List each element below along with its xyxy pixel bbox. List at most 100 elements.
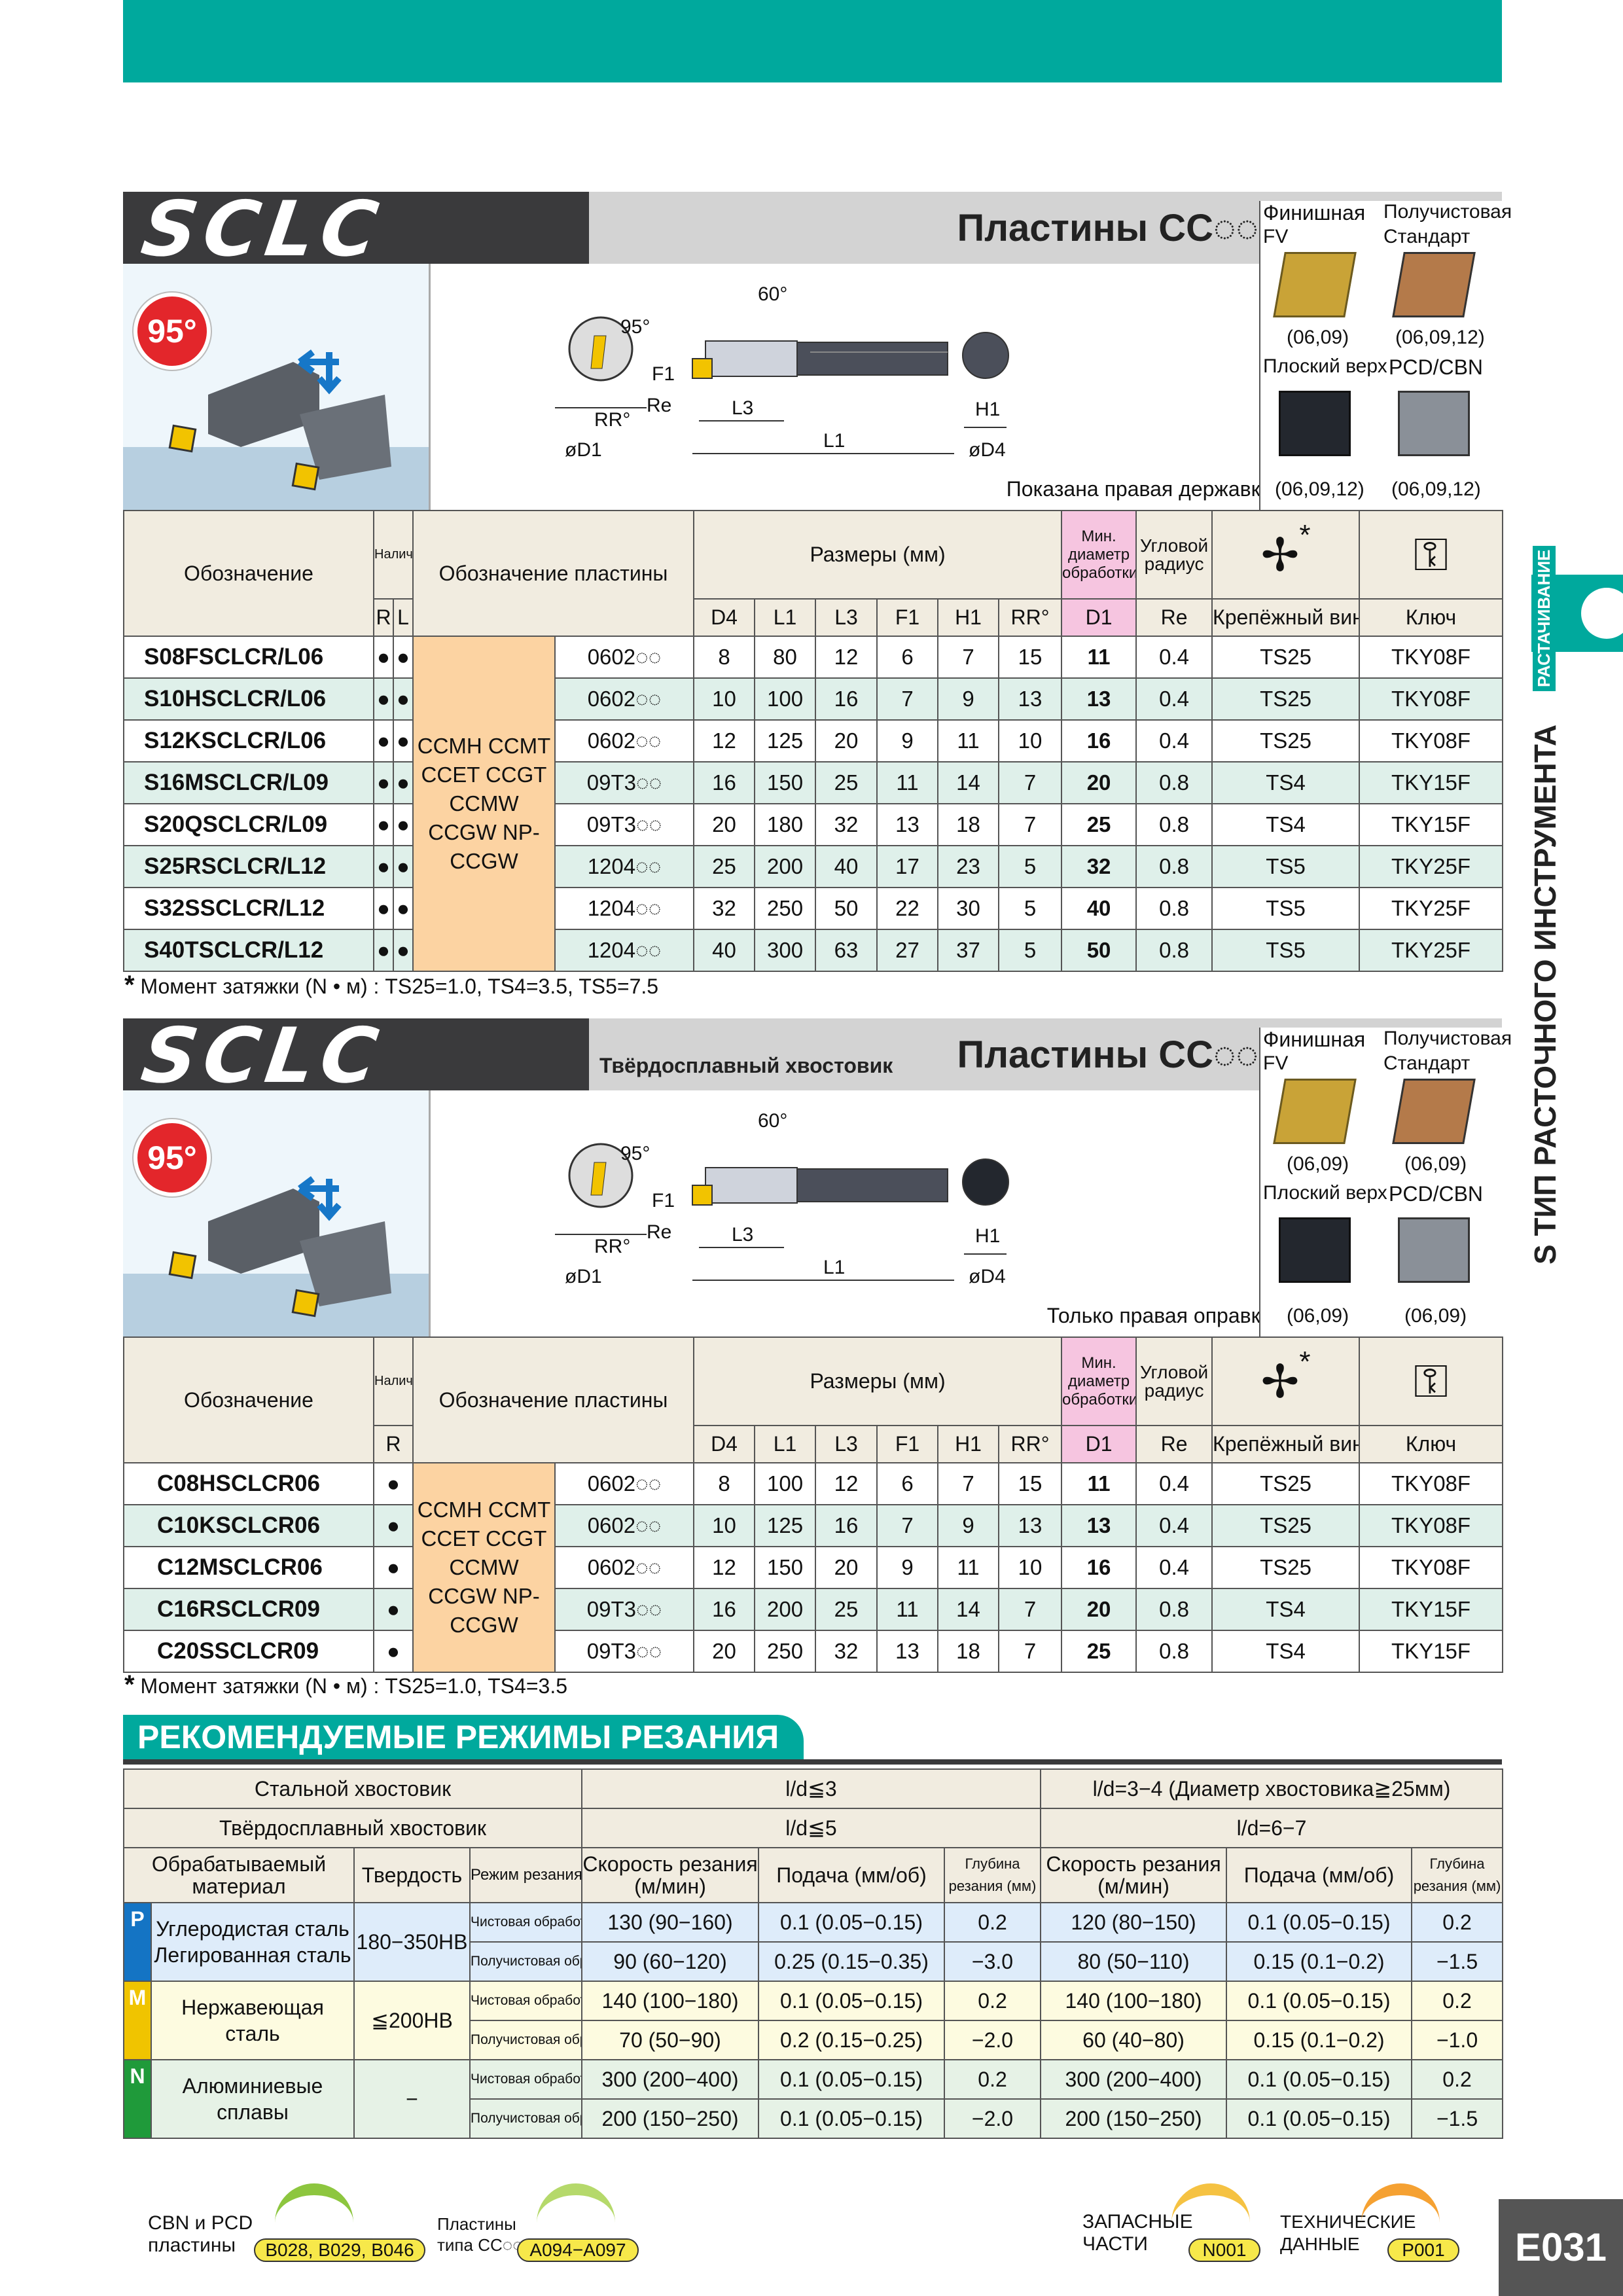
side-title: S ТИП РАСТОЧНОГО ИНСТРУМЕНТА (1528, 724, 1562, 1265)
table-cell: TS25 (1211, 1462, 1361, 1505)
table-cell: 125 (754, 1504, 817, 1547)
th-h1-2: H1 (937, 1425, 1000, 1463)
table-cell: ● (373, 1462, 414, 1505)
th-key: Ключ (1359, 598, 1504, 637)
grade-pcd: PCD/CBN (1389, 355, 1484, 379)
table-cell: 11 (937, 719, 1000, 762)
table-cell: 11 (1061, 636, 1137, 679)
footer-cc-ref[interactable]: A094−A097 (517, 2238, 639, 2262)
footer-spare-ref[interactable]: N001 (1188, 2238, 1260, 2262)
section-sclc-carbide: SCLC Твёрдосплавный хвостовик Пластины C… (123, 1012, 1512, 1699)
th-ld2: l/d=3−4 (Диаметр хвостовика≧25мм) (1040, 1768, 1504, 1809)
table-cell: 15 (998, 636, 1063, 679)
th-screw-2: Крепёжный винт (1211, 1425, 1361, 1463)
th-re-2: Re (1135, 1425, 1213, 1463)
table-cell: TS4 (1211, 761, 1361, 804)
th-l1-2: L1 (754, 1425, 817, 1463)
table-cell: 63 (815, 929, 878, 972)
label-h1-2: H1 (975, 1225, 1001, 1247)
table-row: S08FSCLCR/L06●●CCMH CCMT CCET CCGT CCMW … (123, 636, 1504, 972)
insert-flat-image (1279, 391, 1351, 456)
table-cell: 11 (876, 761, 939, 804)
table-cell: 0.1 (0.05−0.15) (1226, 1981, 1413, 2021)
table-cell: C08HSCLCR06 (123, 1462, 374, 1505)
table-cell: 100 (754, 1462, 817, 1505)
footer-spare-arrow (1171, 2183, 1250, 2231)
th-h1: H1 (937, 598, 1000, 637)
table-cell: ● (373, 1504, 414, 1547)
table-cell: 0.8 (1135, 761, 1213, 804)
tool-illustration: 95° (123, 264, 431, 511)
th-f1-2: F1 (876, 1425, 939, 1463)
table-cell: 0.4 (1135, 677, 1213, 721)
table-cell: 7 (998, 803, 1063, 846)
th-designation: Обозначение (123, 510, 374, 637)
table-cell: 7 (937, 1462, 1000, 1505)
table-cell: 7 (998, 761, 1063, 804)
table-cell: 09T3◌◌ (554, 761, 695, 804)
table-cell: 0.2 (943, 1902, 1042, 1943)
label-rr: RR° (594, 409, 631, 431)
grade-semi: Получистовая (1383, 201, 1512, 223)
footer-cbn-ref[interactable]: B028, B029, B046 (254, 2238, 425, 2262)
label-re-2: Re (647, 1221, 672, 1243)
table-cell: CCMH CCMT CCET CCGT CCMW CCGW NP-CCGW (412, 1462, 556, 1673)
table-cell: ● (373, 929, 394, 972)
label-l1-2: L1 (823, 1257, 846, 1278)
grade-pcd-sizes-2: (06,09) (1404, 1305, 1467, 1327)
table-cell: 0.4 (1135, 1546, 1213, 1589)
key-icon: ⚿ (1413, 1355, 1449, 1407)
table-cell: 60 (40−80) (1040, 2020, 1228, 2060)
table-cell: 0602◌◌ (554, 719, 695, 762)
th-carbide-shank: Твёрдосплавный хвостовик (123, 1808, 582, 1848)
th-feed-2: Подача (мм/об) (1226, 1847, 1413, 1903)
insert-pcd-image (1398, 391, 1470, 456)
table-cell: P (123, 1902, 152, 1982)
table-cell: 7 (876, 1504, 939, 1547)
th-rr-2: RR° (998, 1425, 1063, 1463)
spec-table-steel: Обозначение Наличие Обозначение пластины… (123, 510, 1504, 972)
th-speed-1: Скорость резания (м/мин) (581, 1847, 759, 1903)
table-cell: − (353, 2059, 471, 2139)
table-cell: Углеродистая сталь Легированная сталь (151, 1902, 355, 1982)
table-cell: 25 (1061, 1630, 1137, 1673)
th-availability-2: Наличие (373, 1336, 414, 1426)
grade-semi-2: Получистовая (1383, 1028, 1512, 1049)
table-cell: 9 (937, 677, 1000, 721)
table-cell: 0.15 (0.1−0.2) (1226, 1941, 1413, 1982)
insert-grades-2: Финишная FV (06,09) Получистовая Стандар… (1259, 1028, 1512, 1338)
table-cell: 0.4 (1135, 1462, 1213, 1505)
grade-finish-sub-2: FV (1263, 1052, 1289, 1074)
th-designation-2: Обозначение (123, 1336, 374, 1463)
table-cell: 0.15 (0.1−0.2) (1226, 2020, 1413, 2060)
table-cell: −2.0 (943, 2020, 1042, 2060)
grade-semi-sizes: (06,09,12) (1395, 327, 1485, 348)
carbide-shank-label: Твёрдосплавный хвостовик (599, 1054, 893, 1077)
table-cell: 25 (815, 761, 878, 804)
table-cell: TKY25F (1359, 929, 1504, 972)
th-star: * (1299, 518, 1311, 551)
insert-finish-image-2 (1273, 1079, 1357, 1144)
boring-bar-illustration (123, 264, 429, 511)
table-cell: 300 (200−400) (581, 2059, 759, 2100)
table-cell: 13 (1061, 677, 1137, 721)
table-cell: C16RSCLCR09 (123, 1588, 374, 1631)
holder-note: Показана правая державка. (1006, 477, 1278, 501)
table-cell: 0.8 (1135, 887, 1213, 930)
insert-semi-image (1392, 252, 1476, 317)
table-cell: 10 (693, 1504, 756, 1547)
th-availability: Наличие (373, 510, 414, 600)
table-cell: Получистовая обработка (469, 2020, 582, 2060)
footer-tech-ref[interactable]: P001 (1387, 2238, 1459, 2262)
th-dims: Размеры (мм) (693, 510, 1063, 600)
table-cell: 20 (693, 803, 756, 846)
table-cell: 16 (693, 1588, 756, 1631)
table-cell: 5 (998, 887, 1063, 930)
key-icon: ⚿ (1413, 528, 1449, 580)
